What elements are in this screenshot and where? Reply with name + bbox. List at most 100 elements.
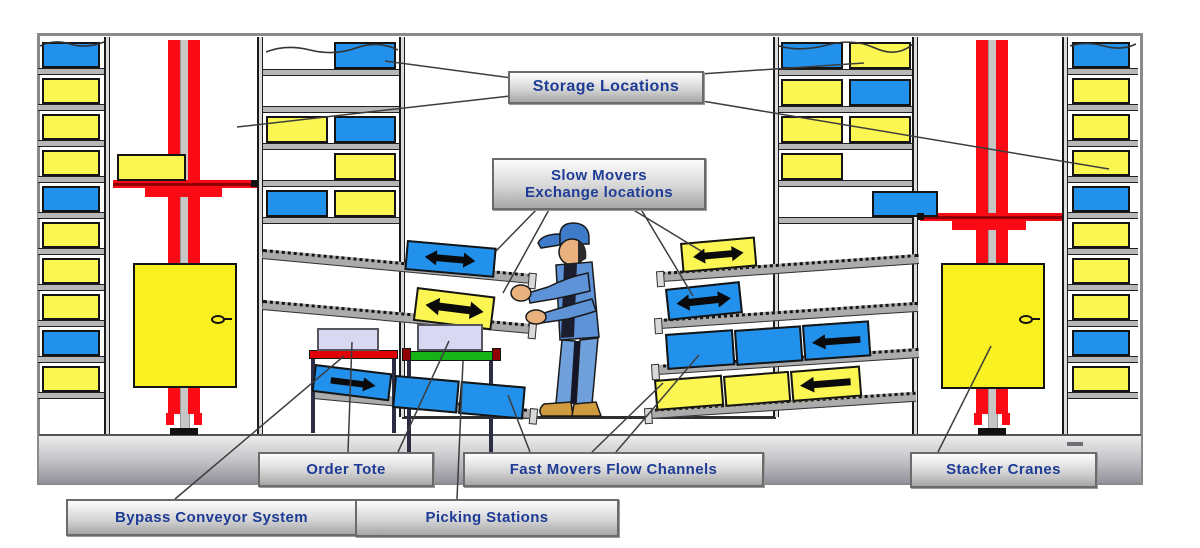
label-text: Fast Movers Flow Channels bbox=[509, 460, 718, 478]
crane-carriage bbox=[145, 188, 222, 197]
exchange-box bbox=[665, 281, 743, 321]
label-text: Order Tote bbox=[306, 460, 386, 478]
label-text: Picking Stations bbox=[425, 509, 549, 527]
storage-box bbox=[266, 116, 328, 143]
crane-beam-line bbox=[113, 183, 258, 186]
crane-base bbox=[1002, 413, 1010, 425]
aisle-post-left bbox=[399, 37, 405, 417]
flow-box bbox=[734, 325, 804, 366]
crane-foot bbox=[978, 428, 1006, 435]
beam-end bbox=[917, 213, 924, 220]
rack-post bbox=[104, 37, 110, 434]
flow-box bbox=[654, 374, 725, 411]
label-stacker-cranes: Stacker Cranes bbox=[910, 452, 1097, 488]
storage-box bbox=[266, 190, 328, 217]
lane-end-stop bbox=[643, 407, 653, 425]
rack-far-left bbox=[38, 37, 106, 434]
shelf-bar bbox=[262, 106, 399, 113]
shelf-bar bbox=[38, 356, 106, 363]
storage-box bbox=[1072, 330, 1130, 356]
left-arrow-icon bbox=[811, 333, 861, 349]
crane-foot bbox=[170, 428, 198, 435]
station-end-cap bbox=[492, 348, 501, 361]
rack-post bbox=[912, 37, 918, 434]
label-text: Stacker Cranes bbox=[946, 461, 1061, 479]
label-text: Bypass Conveyor System bbox=[114, 508, 309, 526]
storage-box bbox=[42, 150, 100, 176]
shelf-bar bbox=[1068, 356, 1138, 363]
crane-base bbox=[166, 413, 174, 425]
crane-beam-line bbox=[920, 216, 1062, 219]
shelf-bar bbox=[1068, 68, 1138, 75]
station-end-cap bbox=[402, 348, 411, 361]
shelf-bar bbox=[38, 176, 106, 183]
left-arrow-icon bbox=[799, 376, 851, 393]
order-tote-right bbox=[417, 324, 483, 351]
storage-box bbox=[1072, 78, 1130, 104]
storage-box bbox=[42, 258, 100, 284]
crane-load-box bbox=[117, 154, 186, 181]
shelf-bar bbox=[38, 284, 106, 291]
lane-end-stop bbox=[655, 270, 666, 288]
double-arrow-icon bbox=[425, 298, 484, 320]
label-bypass-conveyor-system: Bypass Conveyor System bbox=[66, 499, 357, 536]
shelf-bar bbox=[1068, 320, 1138, 327]
flow-box bbox=[790, 365, 863, 402]
shelf-bar bbox=[1068, 392, 1138, 399]
lane-end-stop bbox=[653, 317, 663, 335]
label-text: Exchange locations bbox=[524, 184, 674, 201]
cabinet-door-handle-icon bbox=[1019, 315, 1033, 324]
crane-carriage bbox=[952, 221, 1026, 230]
rack-post bbox=[1062, 37, 1068, 434]
floor-mark bbox=[1067, 442, 1083, 446]
flow-box bbox=[665, 329, 736, 370]
crane-base bbox=[974, 413, 982, 425]
storage-box bbox=[1072, 258, 1130, 284]
storage-box bbox=[1072, 114, 1130, 140]
shelf-bar bbox=[262, 217, 399, 224]
storage-box bbox=[849, 42, 911, 69]
storage-box bbox=[849, 116, 911, 143]
shelf-bar bbox=[262, 69, 399, 76]
cabinet-door-handle-tail bbox=[224, 318, 232, 320]
storage-box bbox=[1072, 366, 1130, 392]
lane-end-stop bbox=[650, 363, 660, 381]
order-tote-left bbox=[317, 328, 379, 351]
shelf-bar bbox=[1068, 140, 1138, 147]
storage-box bbox=[334, 116, 396, 143]
warehouse-operator bbox=[510, 222, 603, 417]
shelf-bar bbox=[38, 392, 106, 399]
crane-base bbox=[194, 413, 202, 425]
storage-box bbox=[781, 42, 843, 69]
label-text: Storage Locations bbox=[532, 78, 680, 96]
double-arrow-icon bbox=[425, 250, 476, 268]
label-storage-locations: Storage Locations bbox=[508, 71, 704, 104]
aisle-post-right bbox=[773, 37, 779, 417]
exchange-box bbox=[680, 236, 758, 273]
crane-cabinet-right bbox=[941, 263, 1045, 389]
shelf-bar bbox=[1068, 212, 1138, 219]
storage-box bbox=[42, 222, 100, 248]
storage-box bbox=[849, 79, 911, 106]
shelf-bar bbox=[777, 106, 914, 113]
shelf-bar bbox=[777, 143, 914, 150]
storage-box bbox=[42, 42, 100, 68]
rack-post bbox=[257, 37, 263, 434]
crane-cabinet-left bbox=[133, 263, 237, 388]
shelf-bar bbox=[38, 320, 106, 327]
shelf-bar bbox=[777, 217, 914, 224]
storage-box bbox=[781, 116, 843, 143]
storage-box bbox=[42, 186, 100, 212]
aisle-walkway bbox=[402, 416, 776, 419]
label-fast-movers-flow-channels: Fast Movers Flow Channels bbox=[463, 452, 764, 487]
cabinet-door-handle-tail bbox=[1032, 318, 1040, 320]
shelf-bar bbox=[262, 180, 399, 187]
rack-mid-left bbox=[262, 37, 399, 224]
storage-box bbox=[1072, 186, 1130, 212]
shelf-bar bbox=[38, 68, 106, 75]
storage-box bbox=[42, 114, 100, 140]
shelf-bar bbox=[777, 69, 914, 76]
exchange-box bbox=[412, 287, 496, 331]
storage-box bbox=[1072, 294, 1130, 320]
